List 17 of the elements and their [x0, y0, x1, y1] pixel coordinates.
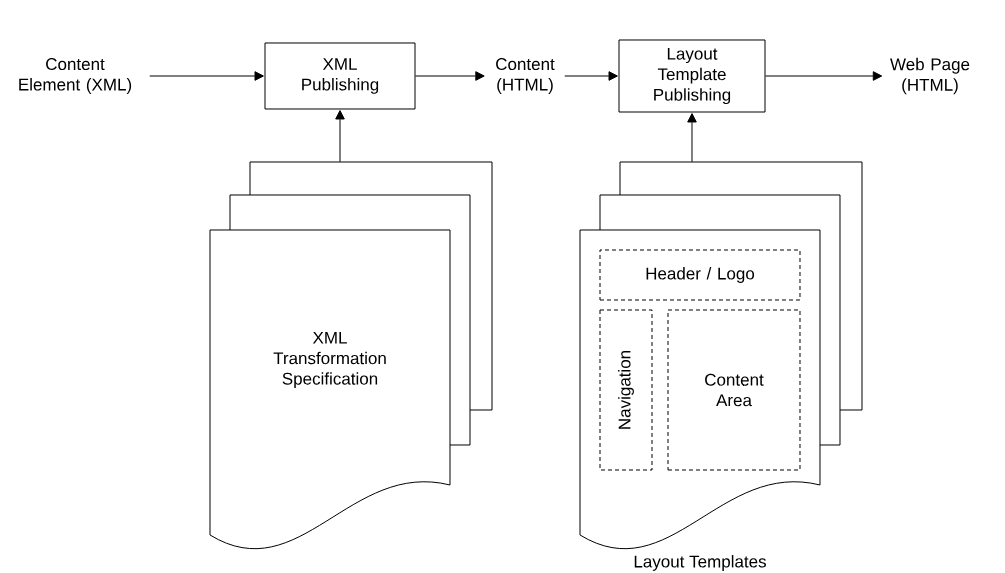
- region-box: Header / Logo: [599, 249, 801, 301]
- arrow: [415, 71, 485, 81]
- text-label: Content Element (XML): [19, 58, 132, 94]
- text-label: Content (HTML): [496, 58, 555, 94]
- process-box: XML Publishing: [264, 42, 416, 110]
- arrow: [335, 110, 345, 163]
- process-box: Layout Template Publishing: [618, 39, 766, 113]
- text-label: Web Page (HTML): [890, 57, 970, 95]
- document-stack: [579, 161, 863, 550]
- arrow: [765, 71, 883, 81]
- node-label: Layout Templates: [634, 555, 766, 571]
- document-stack: XML Transformation Specification: [209, 161, 493, 550]
- arrow: [564, 71, 618, 81]
- region-box: Content Area: [667, 309, 801, 471]
- region-box: Navigation: [599, 309, 653, 471]
- arrow: [687, 113, 697, 163]
- arrow: [149, 71, 264, 81]
